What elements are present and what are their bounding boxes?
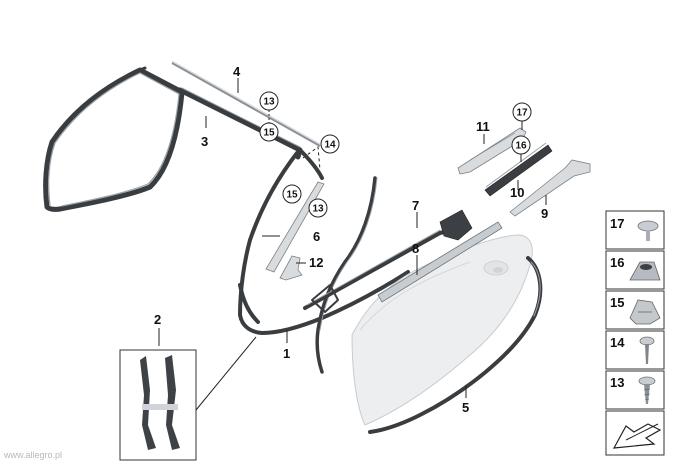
- svg-text:17: 17: [516, 108, 528, 119]
- callout-1: 1: [283, 346, 290, 361]
- circle-callout-16: 16: [511, 135, 531, 155]
- svg-text:16: 16: [515, 141, 527, 152]
- callout-10: 10: [510, 185, 524, 200]
- outer-trim: [509, 159, 591, 217]
- callout-4: 4: [233, 64, 241, 79]
- inner-belt-strip: [377, 221, 503, 303]
- door-panel: [351, 234, 533, 426]
- callout-8: 8: [412, 241, 419, 256]
- callout-6: 6: [313, 229, 320, 244]
- leader-lines: [158, 78, 547, 398]
- fastener-legend: 17 16 15 14: [605, 210, 665, 456]
- svg-text:14: 14: [324, 140, 336, 151]
- torx-screw-icon: [637, 220, 659, 241]
- callout-5: 5: [462, 400, 469, 415]
- circle-callout-14: 14: [320, 134, 340, 154]
- svg-text:15: 15: [263, 128, 275, 139]
- svg-text:15: 15: [286, 190, 298, 201]
- bracket-part: [279, 255, 303, 281]
- clip-icon: [629, 299, 661, 325]
- callout-11: 11: [476, 119, 490, 134]
- rivet-icon: [639, 336, 655, 364]
- svg-text:13: 13: [312, 204, 324, 215]
- legend-item-17: 17: [605, 210, 665, 250]
- watermark-text: www.allegro.pl: [3, 450, 62, 460]
- callout-7: 7: [412, 198, 419, 213]
- legend-item-16: 16: [605, 250, 665, 290]
- window-channel-seal: [303, 176, 473, 374]
- svg-text:17: 17: [610, 216, 624, 231]
- circle-callout-17: 17: [512, 102, 532, 122]
- legend-item-13: 13: [605, 370, 665, 410]
- callout-labels: 4 3 1 2 5 6 7 8 9 10 11 12: [154, 64, 548, 415]
- circle-callout-13b: 13: [308, 198, 328, 218]
- circled-callouts: 13 15 14 15 13 17 16: [259, 91, 532, 218]
- screw-icon: [638, 376, 656, 404]
- legend-item-14: 14: [605, 330, 665, 370]
- svg-text:13: 13: [610, 375, 624, 390]
- svg-text:14: 14: [610, 335, 625, 350]
- window-frame-seal: [43, 66, 185, 212]
- svg-text:15: 15: [610, 295, 624, 310]
- circle-callout-13a: 13: [259, 91, 279, 111]
- door-opening-seal: [238, 148, 410, 335]
- door-edge-seal: [368, 256, 543, 434]
- circle-callout-15b: 15: [282, 184, 302, 204]
- legend-item-arrow: [605, 410, 665, 456]
- svg-text:13: 13: [263, 97, 275, 108]
- part-2-inset: [119, 336, 257, 461]
- nut-clip-icon: [629, 261, 661, 281]
- svg-text:16: 16: [610, 255, 624, 270]
- legend-item-15: 15: [605, 290, 665, 330]
- callout-2: 2: [154, 312, 161, 327]
- direction-arrow-icon: [612, 423, 662, 449]
- callout-9: 9: [541, 206, 548, 221]
- circle-callout-15a: 15: [259, 122, 279, 142]
- callout-3: 3: [201, 134, 208, 149]
- guide-channel: [484, 142, 553, 197]
- callout-12: 12: [309, 255, 323, 270]
